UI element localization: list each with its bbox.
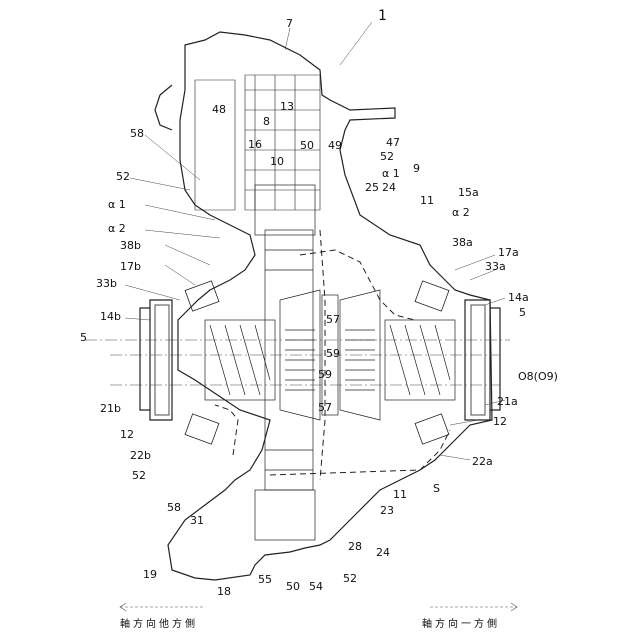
label-alpha2-left: α 2	[108, 222, 126, 235]
label-5-right: 5	[519, 306, 526, 319]
label-9: 9	[413, 162, 420, 175]
label-19: 19	[143, 568, 157, 581]
direction-arrows	[120, 603, 517, 611]
label-18: 18	[217, 585, 231, 598]
label-17a: 17a	[498, 246, 519, 259]
label-50-bottom: 50	[286, 580, 300, 593]
label-57-top: 57	[326, 313, 340, 326]
label-59-top: 59	[326, 347, 340, 360]
label-S: S	[433, 482, 440, 495]
label-17b: 17b	[120, 260, 141, 273]
label-10: 10	[270, 155, 284, 168]
label-22b: 22b	[130, 449, 151, 462]
label-52-left-top: 52	[116, 170, 130, 183]
label-57-bottom: 57	[318, 401, 332, 414]
label-48: 48	[212, 103, 226, 116]
label-12-left: 12	[120, 428, 134, 441]
label-alpha1-left: α 1	[108, 198, 126, 211]
label-12-right: 12	[493, 415, 507, 428]
label-23: 23	[380, 504, 394, 517]
label-21b: 21b	[100, 402, 121, 415]
label-31: 31	[190, 514, 204, 527]
label-52-right-top: 52	[380, 150, 394, 163]
label-58-top: 58	[130, 127, 144, 140]
label-15a: 15a	[458, 186, 479, 199]
leader-lines	[125, 22, 505, 460]
axis-lines	[85, 340, 510, 385]
label-58-bottom: 58	[167, 501, 181, 514]
label-54: 54	[309, 580, 323, 593]
label-14a: 14a	[508, 291, 529, 304]
label-16: 16	[248, 138, 262, 151]
label-11-top: 11	[420, 194, 434, 207]
label-7: 7	[286, 17, 293, 30]
label-49: 49	[328, 139, 342, 152]
label-O8-O9: O8(O9)	[518, 370, 558, 383]
label-alpha2-right: α 2	[452, 206, 470, 219]
label-8: 8	[263, 115, 270, 128]
label-24-top: 24	[382, 181, 396, 194]
right-direction-label: 軸方向一方側	[422, 617, 500, 630]
label-11-bottom: 11	[393, 488, 407, 501]
label-24-bottom: 24	[376, 546, 390, 559]
label-59-bottom: 59	[318, 368, 332, 381]
label-38b: 38b	[120, 239, 141, 252]
label-33a: 33a	[485, 260, 506, 273]
labels: 1 7 13 8 48 58 16 10 50 49 47 52 9 52 α …	[80, 8, 558, 598]
label-47: 47	[386, 136, 400, 149]
label-38a: 38a	[452, 236, 473, 249]
gear-section	[255, 185, 315, 540]
label-5-left: 5	[80, 331, 87, 344]
label-25: 25	[365, 181, 379, 194]
label-33b: 33b	[96, 277, 117, 290]
label-14b: 14b	[100, 310, 121, 323]
left-direction-label: 軸方向他方側	[120, 617, 198, 630]
label-52-bottom: 52	[343, 572, 357, 585]
label-52-left-bottom: 52	[132, 469, 146, 482]
label-alpha1-right: α 1	[382, 167, 400, 180]
figure-number: 1	[378, 8, 387, 24]
label-22a: 22a	[472, 455, 493, 468]
label-55: 55	[258, 573, 272, 586]
label-50-top: 50	[300, 139, 314, 152]
label-13: 13	[280, 100, 294, 113]
label-21a: 21a	[497, 395, 518, 408]
label-28: 28	[348, 540, 362, 553]
